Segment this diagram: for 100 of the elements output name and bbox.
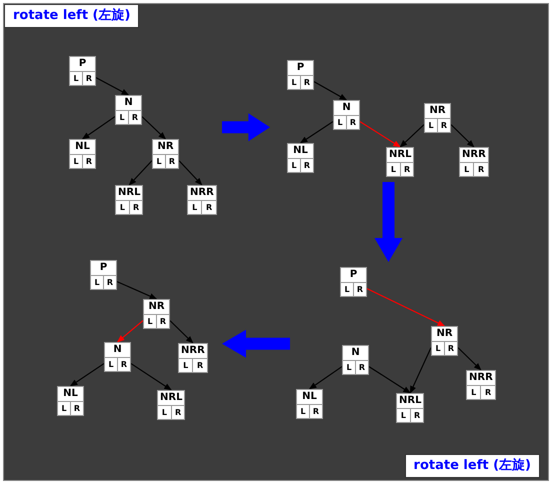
arrow — [70, 363, 104, 386]
arrow — [360, 121, 401, 148]
pointer-field: R — [444, 342, 457, 355]
node-key: NRR — [467, 371, 495, 386]
tree-node — [296, 389, 323, 419]
pointer-field: L — [288, 76, 300, 89]
pointer-field: L — [343, 361, 355, 374]
pointer-field: R — [128, 111, 141, 124]
node-key: NR — [432, 327, 457, 342]
pointer-field: L — [144, 315, 156, 328]
arrow — [130, 363, 172, 390]
pointer-field: R — [170, 406, 184, 419]
pointer-field: L — [70, 155, 82, 168]
arrow — [82, 116, 116, 140]
arrow — [96, 77, 130, 96]
arrow — [458, 347, 482, 371]
pointer-field: L — [158, 406, 171, 419]
node-key: NR — [144, 300, 169, 315]
tree-node — [90, 260, 117, 290]
pointer-field: R — [201, 201, 216, 214]
tree-node — [152, 139, 179, 169]
node-key: NR — [153, 140, 178, 155]
node-key: NRL — [397, 394, 424, 409]
pointer-field: R — [103, 276, 116, 289]
tree-node — [187, 185, 217, 215]
pointer-field: R — [473, 163, 488, 176]
arrow — [142, 116, 166, 140]
title-label: rotate left (左旋) — [404, 454, 540, 478]
block-arrow — [222, 330, 290, 358]
node-key: NRR — [179, 344, 207, 359]
node-key: NRL — [158, 391, 184, 406]
tree-node — [287, 60, 314, 90]
node-key: NRR — [188, 186, 216, 201]
tree-node — [178, 343, 208, 373]
pointer-field: R — [117, 358, 130, 371]
node-key: NRL — [116, 186, 142, 201]
tree-node — [431, 326, 458, 356]
arrow — [400, 124, 424, 148]
arrow — [178, 160, 202, 186]
arrow — [116, 281, 158, 300]
node-key: N — [343, 346, 368, 361]
node-key: NL — [288, 144, 313, 159]
arrow — [366, 288, 446, 326]
pointer-field: R — [165, 155, 178, 168]
pointer-field: R — [353, 283, 366, 296]
node-key: NRR — [460, 148, 488, 163]
pointer-field: R — [82, 155, 95, 168]
arrow — [170, 320, 194, 344]
tree-node — [69, 139, 96, 169]
tree-node — [287, 143, 314, 173]
node-key: NRL — [387, 148, 414, 163]
tree-node — [143, 299, 170, 329]
arrow — [368, 366, 411, 394]
node-key: N — [105, 343, 130, 358]
pointer-field: R — [400, 163, 414, 176]
tree-node — [104, 342, 131, 372]
pointer-field: L — [297, 405, 309, 418]
pointer-field: L — [179, 359, 192, 372]
pointer-field: L — [425, 119, 437, 132]
arrow — [450, 124, 474, 148]
tree-node — [333, 100, 360, 130]
node-key: P — [70, 57, 95, 72]
pointer-field: L — [116, 111, 128, 124]
tree-node — [340, 267, 367, 297]
pointer-field: L — [153, 155, 165, 168]
node-key: P — [91, 261, 116, 276]
node-key: P — [341, 268, 366, 283]
pointer-field: R — [437, 119, 450, 132]
pointer-field: L — [460, 163, 474, 176]
tree-node — [115, 95, 142, 125]
pointer-field: L — [467, 386, 480, 399]
node-key: NL — [297, 390, 322, 405]
pointer-field: L — [105, 358, 117, 371]
node-key: NL — [58, 387, 83, 402]
tree-node — [424, 103, 451, 133]
pointer-field: L — [341, 283, 353, 296]
block-arrow — [374, 182, 402, 262]
arrow — [116, 320, 144, 342]
tree-node — [396, 393, 424, 423]
tree-node — [115, 185, 144, 215]
tree-node — [466, 370, 496, 400]
pointer-field: R — [346, 116, 359, 129]
pointer-field: L — [70, 72, 82, 85]
arrow — [314, 81, 348, 100]
pointer-field: R — [480, 386, 495, 399]
pointer-field: L — [387, 163, 400, 176]
arrow — [308, 366, 342, 390]
node-key: N — [334, 101, 359, 116]
pointer-field: L — [334, 116, 346, 129]
pointer-field: L — [188, 201, 202, 214]
node-key: NR — [425, 104, 450, 119]
title-label: rotate left (左旋) — [4, 4, 140, 28]
pointer-field: R — [70, 402, 83, 415]
tree-node — [57, 386, 84, 416]
arrow — [410, 347, 432, 394]
pointer-field: R — [410, 409, 424, 422]
pointer-field: R — [128, 201, 142, 214]
node-key: N — [116, 96, 141, 111]
pointer-field: R — [82, 72, 95, 85]
node-key: NL — [70, 140, 95, 155]
